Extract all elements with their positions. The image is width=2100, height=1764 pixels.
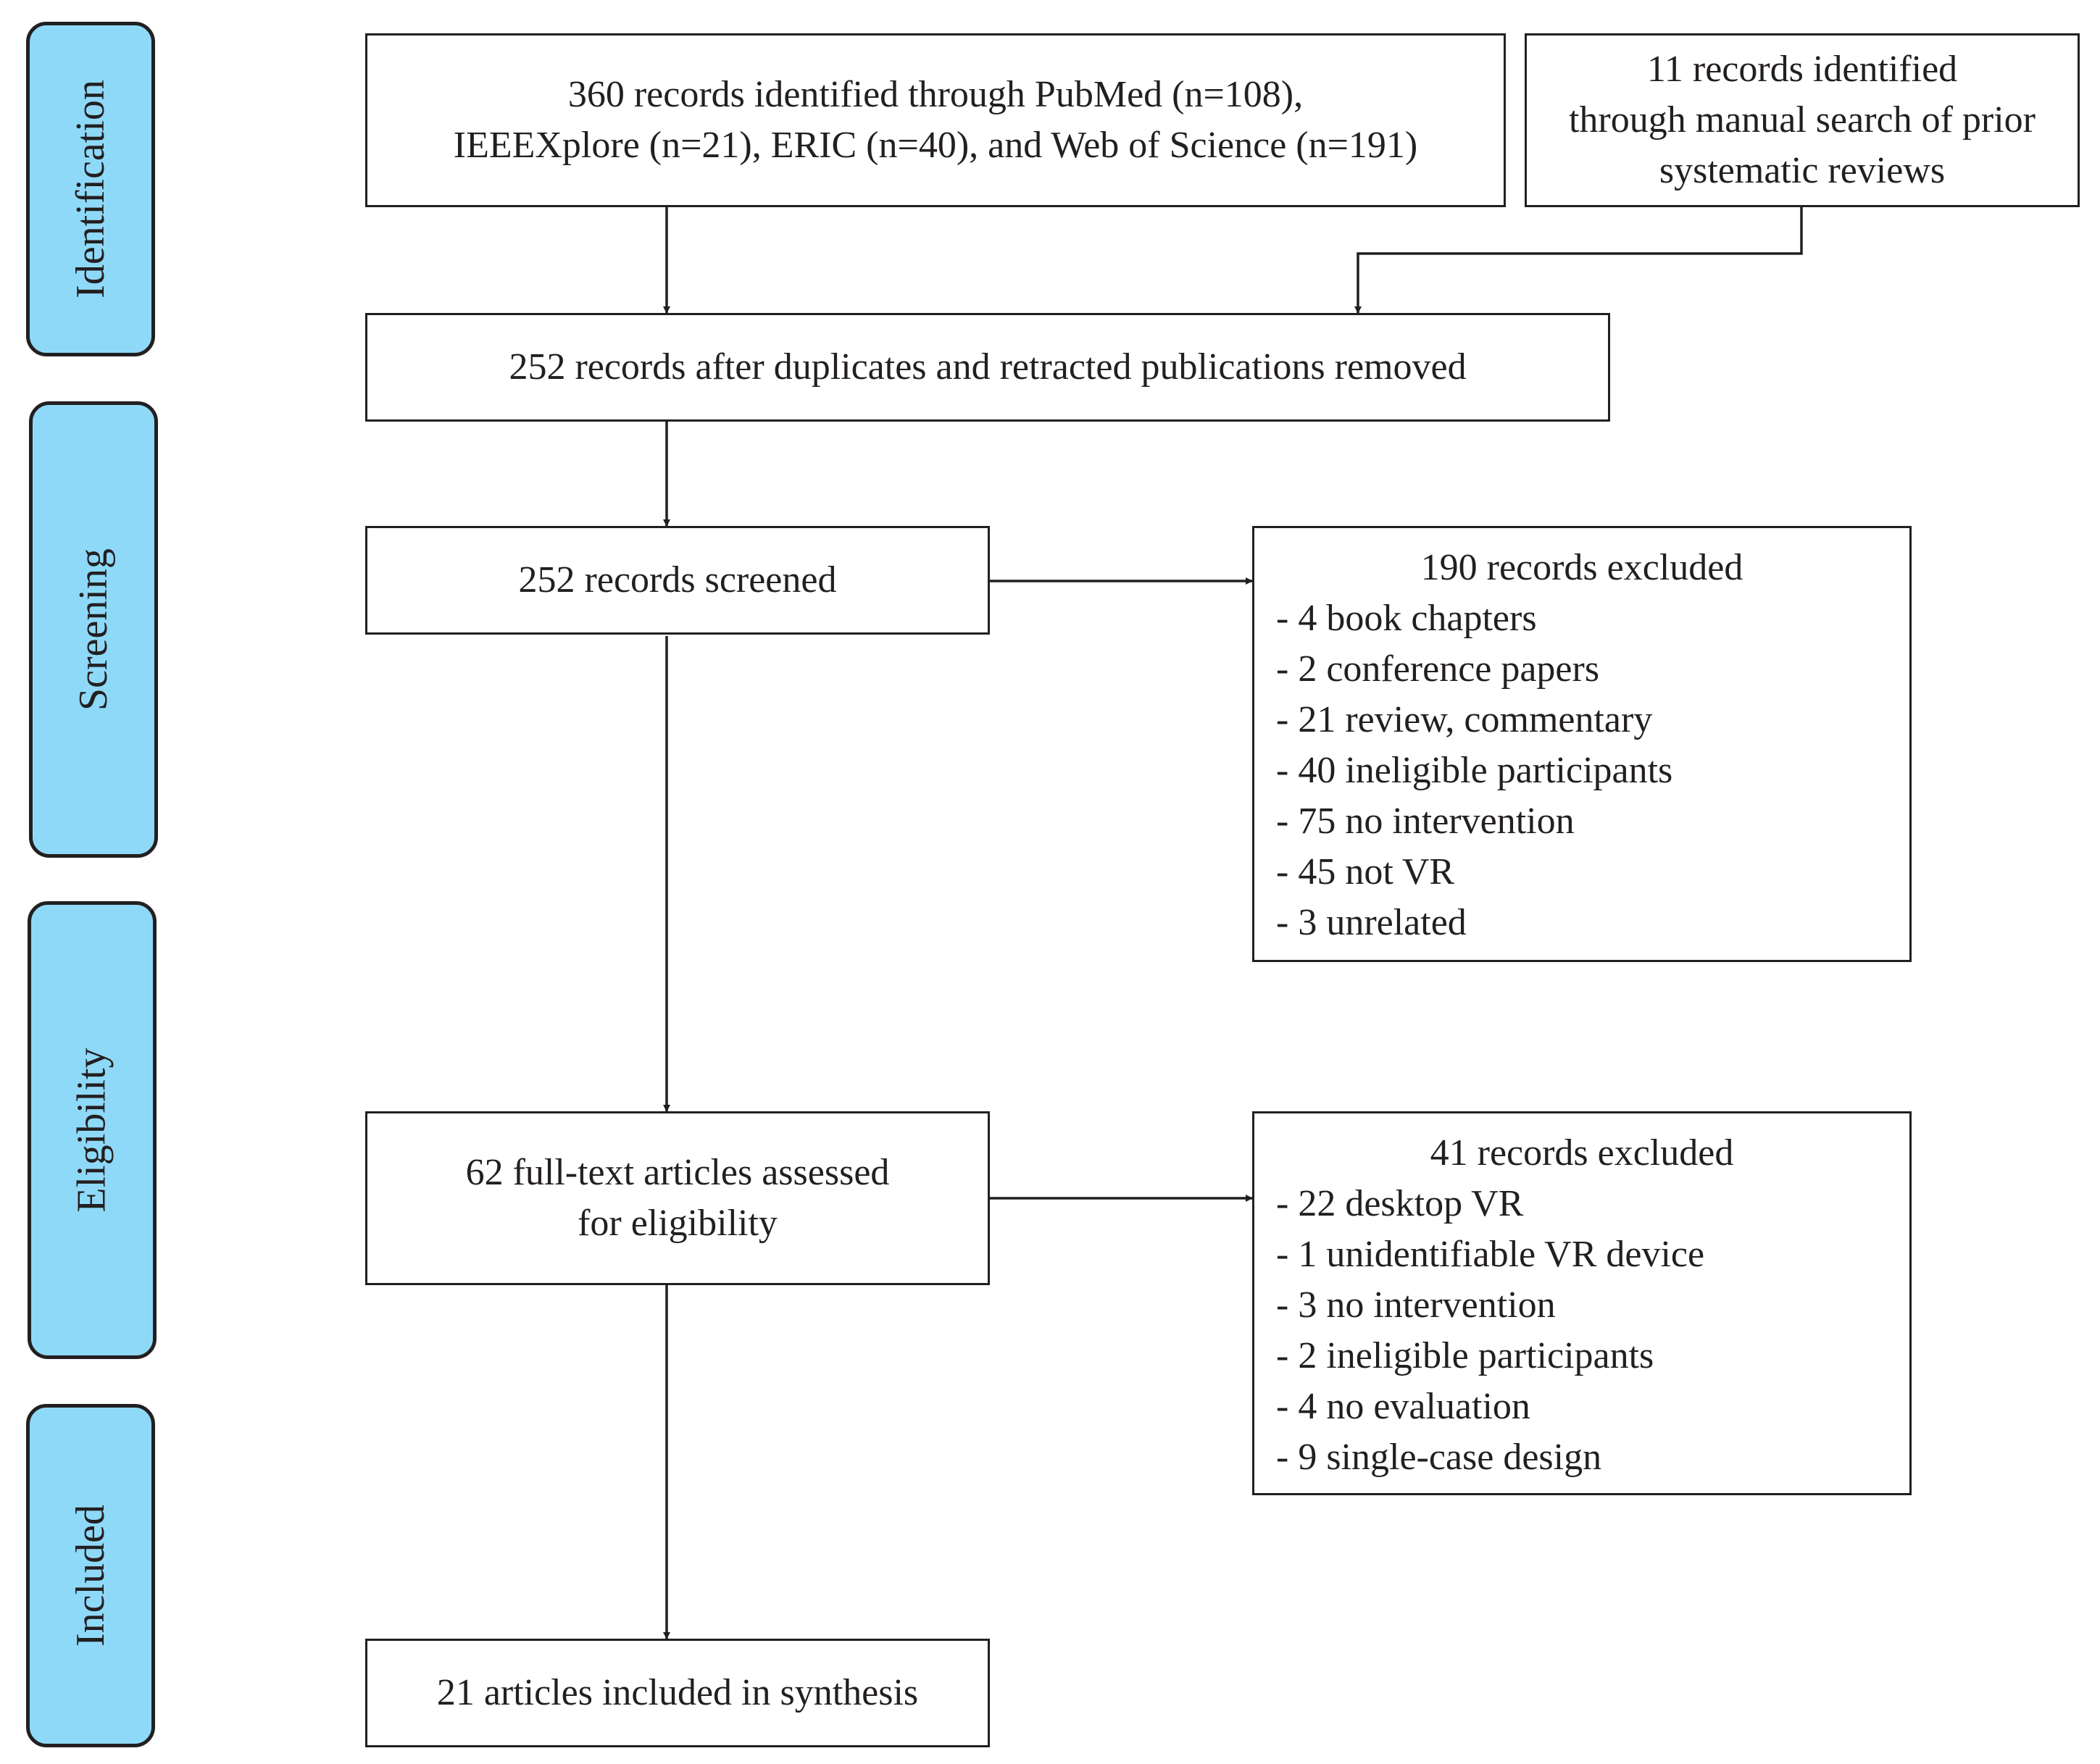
arrow-manual-to-deduplicated — [1354, 207, 1803, 314]
exclusion-reason: - 4 book chapters — [1276, 598, 1537, 639]
stage-identification-label: Identification — [68, 80, 113, 298]
box-fulltext-line2: for eligibility — [578, 1203, 778, 1244]
exclusion-reason: - 75 no intervention — [1276, 801, 1575, 842]
box-records-screened: 252 records screened — [365, 526, 990, 635]
box-database-records-line2: IEEEXplore (n=21), ERIC (n=40), and Web … — [453, 125, 1418, 166]
exclusion-reason: - 3 no intervention — [1276, 1284, 1556, 1326]
eligibility-excluded-heading: 41 records excluded — [1430, 1132, 1734, 1174]
box-records-screened-text: 252 records screened — [518, 559, 837, 601]
stage-identification: Identification — [26, 22, 155, 356]
box-manual-search-line2: through manual search of prior — [1568, 99, 2036, 141]
box-after-duplicates-removed: 252 records after duplicates and retract… — [365, 313, 1610, 422]
exclusion-reason: - 9 single-case design — [1276, 1437, 1602, 1478]
exclusion-reason: - 3 unrelated — [1276, 902, 1467, 943]
exclusion-reason: - 22 desktop VR — [1276, 1183, 1524, 1224]
exclusion-reason: - 2 ineligible participants — [1276, 1335, 1654, 1376]
box-manual-search-line3: systematic reviews — [1659, 150, 1946, 191]
stage-screening: Screening — [29, 401, 158, 858]
exclusion-reason: - 4 no evaluation — [1276, 1386, 1530, 1427]
box-eligibility-excluded: 41 records excluded - 22 desktop VR - 1 … — [1252, 1111, 1912, 1495]
box-after-duplicates-text: 252 records after duplicates and retract… — [509, 346, 1467, 388]
stage-included-label: Included — [68, 1505, 114, 1647]
box-included-synthesis: 21 articles included in synthesis — [365, 1639, 990, 1747]
box-database-records: 360 records identified through PubMed (n… — [365, 33, 1506, 207]
screening-excluded-heading: 190 records excluded — [1420, 547, 1743, 588]
stage-included: Included — [26, 1404, 155, 1747]
box-manual-search-line1: 11 records identified — [1646, 49, 1958, 90]
box-included-text: 21 articles included in synthesis — [436, 1672, 919, 1713]
exclusion-reason: - 45 not VR — [1276, 851, 1455, 893]
stage-eligibility-label: Eligibility — [70, 1048, 114, 1213]
exclusion-reason: - 2 conference papers — [1276, 648, 1600, 690]
exclusion-reason: - 40 ineligible participants — [1276, 750, 1673, 791]
exclusion-reason: - 21 review, commentary — [1276, 699, 1653, 740]
screening-exclusion-list: - 4 book chapters - 2 conference papers … — [1276, 593, 1888, 948]
stage-eligibility: Eligibility — [28, 901, 157, 1359]
eligibility-exclusion-list: - 22 desktop VR - 1 unidentifiable VR de… — [1276, 1179, 1888, 1483]
exclusion-reason: - 1 unidentifiable VR device — [1276, 1234, 1705, 1275]
stage-screening-label: Screening — [71, 548, 117, 711]
box-fulltext-assessed: 62 full-text articles assessed for eligi… — [365, 1111, 990, 1285]
box-fulltext-line1: 62 full-text articles assessed — [465, 1152, 890, 1193]
box-database-records-line1: 360 records identified through PubMed (n… — [567, 74, 1304, 115]
box-manual-search-records: 11 records identified through manual sea… — [1525, 33, 2080, 207]
box-screening-excluded: 190 records excluded - 4 book chapters -… — [1252, 526, 1912, 962]
